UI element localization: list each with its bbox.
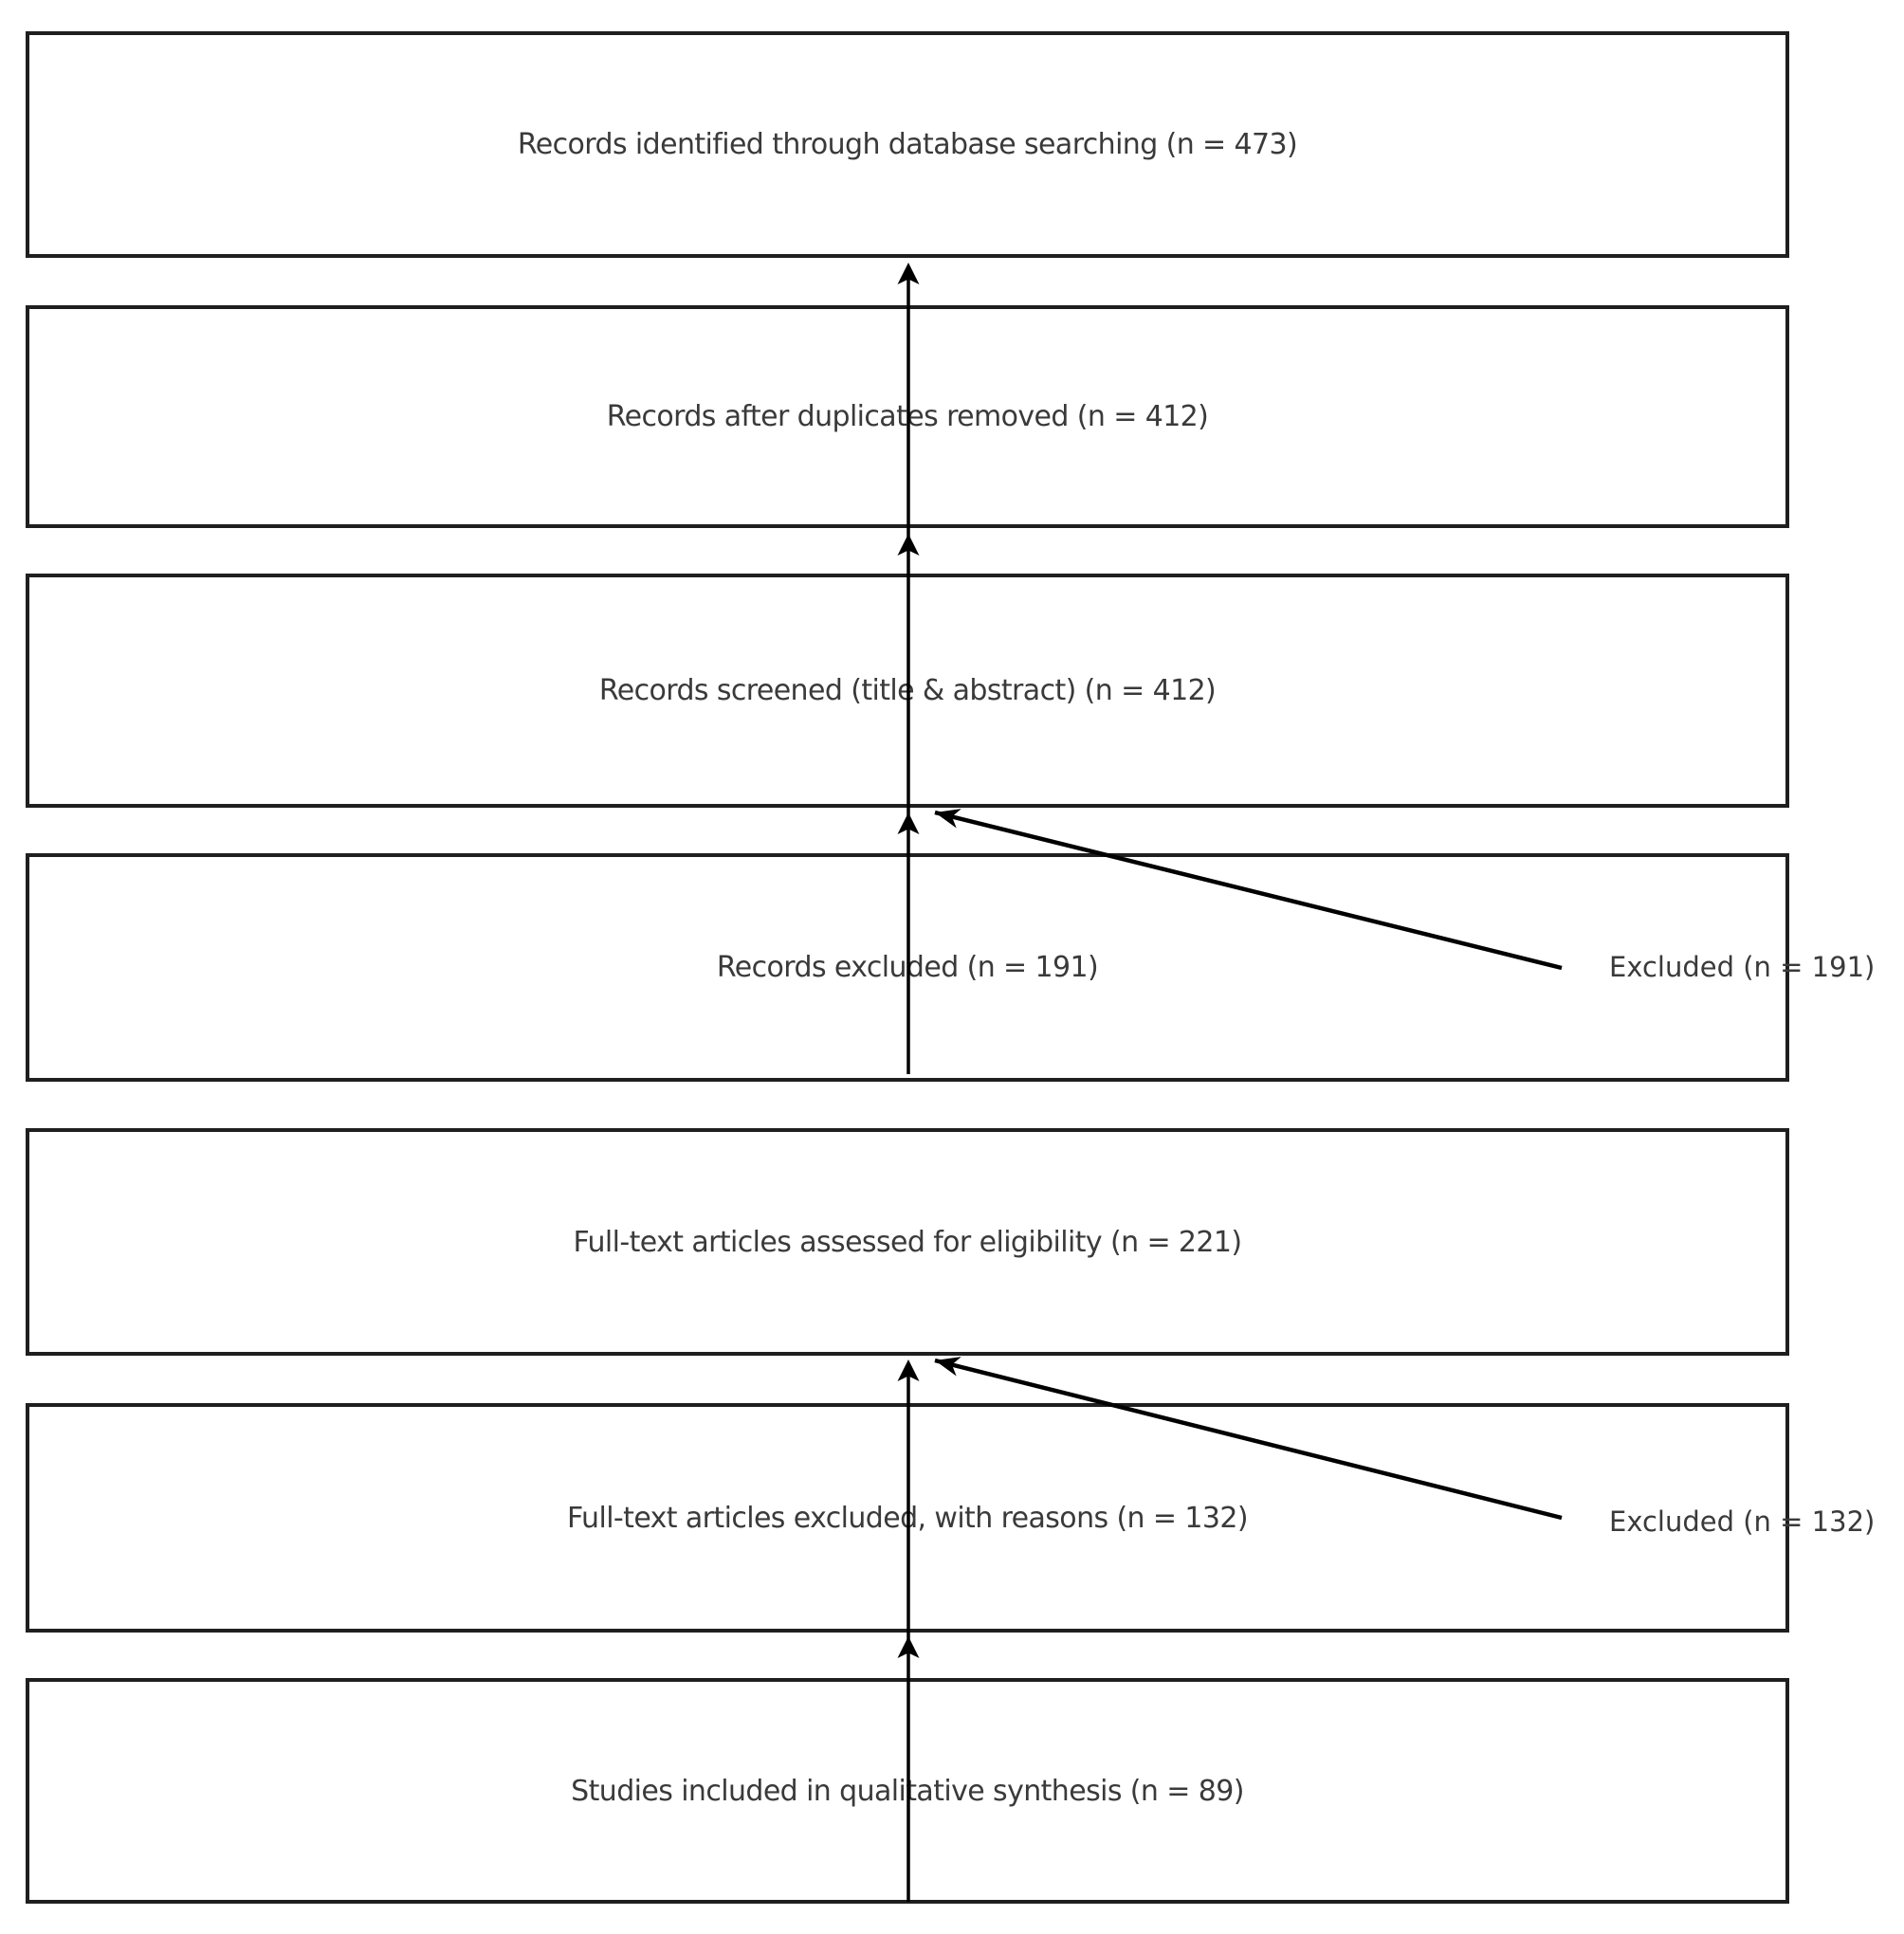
flow-box-records-screened-label: Records screened (title & abstract) (n =… xyxy=(598,674,1217,707)
up-arrowhead-box6-junction xyxy=(897,1636,920,1658)
up-arrowhead-box2-junction xyxy=(897,534,920,556)
flow-box-fulltext-assessed-label: Full-text articles assessed for eligibil… xyxy=(573,1225,1242,1259)
flow-box-studies-included: Studies included in qualitative synthesi… xyxy=(26,1678,1789,1904)
flow-box-records-identified-label: Records identified through database sear… xyxy=(517,128,1298,161)
flow-box-records-identified: Records identified through database sear… xyxy=(26,31,1789,258)
flow-box-fulltext-excluded-label: Full-text articles excluded, with reason… xyxy=(567,1501,1249,1535)
flow-box-studies-included-label: Studies included in qualitative synthesi… xyxy=(571,1774,1244,1808)
flow-box-duplicates-removed-label: Records after duplicates removed (n = 41… xyxy=(606,400,1209,433)
flow-box-records-excluded: Records excluded (n = 191) xyxy=(26,853,1789,1082)
flow-box-fulltext-excluded: Full-text articles excluded, with reason… xyxy=(26,1403,1789,1633)
excluded-132-label: Excluded (n = 132) xyxy=(1609,1505,1876,1538)
flow-box-duplicates-removed: Records after duplicates removed (n = 41… xyxy=(26,305,1789,528)
flow-box-fulltext-assessed: Full-text articles assessed for eligibil… xyxy=(26,1128,1789,1356)
flow-box-records-excluded-label: Records excluded (n = 191) xyxy=(716,951,1099,984)
up-arrowhead-box5-junction xyxy=(897,1359,920,1381)
flow-box-records-screened: Records screened (title & abstract) (n =… xyxy=(26,574,1789,808)
excluded-191-label: Excluded (n = 191) xyxy=(1609,951,1876,983)
up-arrowhead-box3-junction xyxy=(897,812,920,834)
up-arrowhead-box1-junction xyxy=(897,263,920,284)
